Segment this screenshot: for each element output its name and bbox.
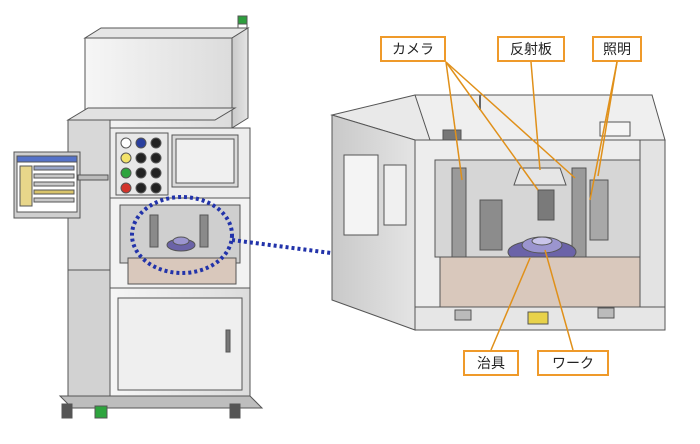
pointer-camera-center bbox=[445, 61, 539, 191]
callout-pointers bbox=[445, 61, 618, 351]
side-monitor bbox=[13, 151, 109, 219]
callout-workpiece: ワーク bbox=[537, 350, 609, 376]
pointer-camera-left bbox=[445, 61, 463, 181]
reflector-plate bbox=[513, 167, 567, 186]
callout-jig: 治具 bbox=[463, 350, 519, 376]
left-camera bbox=[451, 167, 467, 259]
callout-reflector: 反射板 bbox=[497, 36, 565, 62]
pointer-work bbox=[544, 249, 574, 351]
pointer-camera-right bbox=[445, 61, 576, 179]
control-panel bbox=[115, 132, 169, 196]
enlarged-chamber bbox=[330, 94, 666, 331]
top-housing-roof bbox=[83, 27, 250, 39]
pointer-light-2 bbox=[589, 61, 618, 201]
base-label bbox=[527, 311, 549, 325]
callout-lighting: 照明 bbox=[592, 36, 642, 62]
beacon-green bbox=[237, 15, 248, 25]
full-machine bbox=[13, 15, 264, 419]
zoom-ellipse bbox=[130, 195, 234, 275]
callout-camera: カメラ bbox=[380, 36, 446, 62]
pointer-jig bbox=[490, 257, 531, 351]
right-camera bbox=[571, 167, 587, 259]
zoom-indicator bbox=[130, 195, 446, 275]
chamber-base-plate bbox=[439, 256, 641, 308]
pointer-reflector bbox=[530, 61, 541, 171]
